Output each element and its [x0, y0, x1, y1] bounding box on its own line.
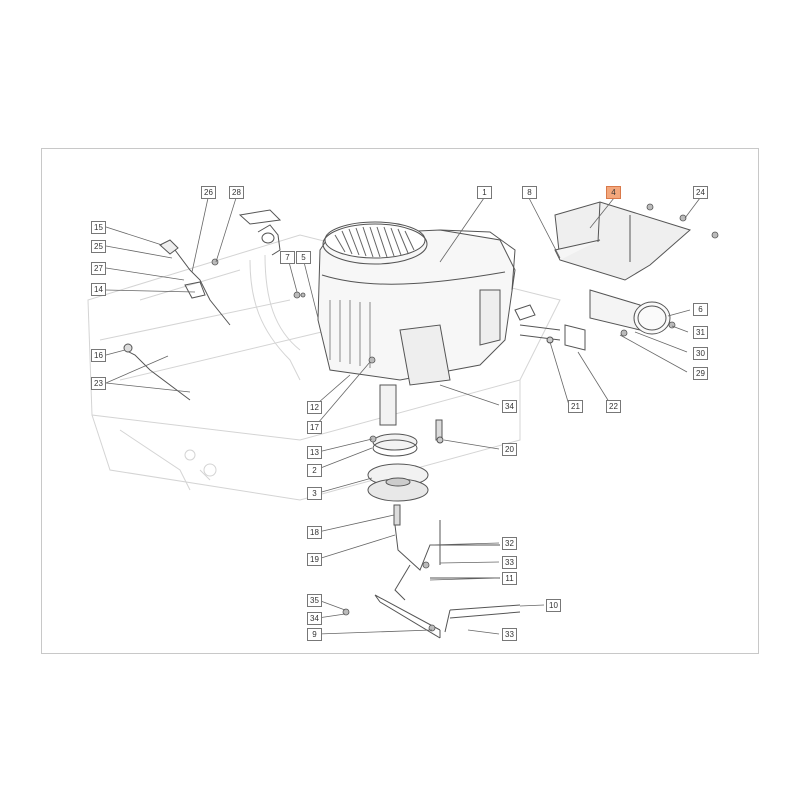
callout-6[interactable]: 6 — [693, 303, 708, 316]
callout-5[interactable]: 5 — [296, 251, 311, 264]
callout-30[interactable]: 30 — [693, 347, 708, 360]
callout-22[interactable]: 22 — [606, 400, 621, 413]
callout-29[interactable]: 29 — [693, 367, 708, 380]
callout-27[interactable]: 27 — [91, 262, 106, 275]
callout-7[interactable]: 7 — [280, 251, 295, 264]
exhaust-pipe — [238, 209, 282, 256]
callout-14[interactable]: 14 — [91, 283, 106, 296]
callout-24[interactable]: 24 — [693, 186, 708, 199]
callout-25[interactable]: 25 — [91, 240, 106, 253]
callout-34-left[interactable]: 34 — [307, 612, 322, 625]
callout-34-right[interactable]: 34 — [502, 400, 517, 413]
callout-10[interactable]: 10 — [546, 599, 561, 612]
callout-23[interactable]: 23 — [91, 377, 106, 390]
throttle-cable — [123, 239, 231, 401]
callout-2[interactable]: 2 — [307, 464, 322, 477]
callout-15[interactable]: 15 — [91, 221, 106, 234]
callout-11[interactable]: 11 — [502, 572, 517, 585]
leader-lines — [105, 197, 701, 635]
callout-13[interactable]: 13 — [307, 446, 322, 459]
muffler — [554, 201, 692, 335]
air-filter-cover — [322, 221, 428, 265]
exhaust-brackets — [514, 304, 586, 351]
callout-20[interactable]: 20 — [502, 443, 517, 456]
callout-21[interactable]: 21 — [568, 400, 583, 413]
callout-17[interactable]: 17 — [307, 421, 322, 434]
ghost-chassis — [87, 234, 561, 501]
fasteners — [211, 203, 719, 632]
callout-31[interactable]: 31 — [693, 326, 708, 339]
callout-4[interactable]: 4 — [606, 186, 621, 199]
callout-9[interactable]: 9 — [307, 628, 322, 641]
callout-33-upper[interactable]: 33 — [502, 556, 517, 569]
callout-26[interactable]: 26 — [201, 186, 216, 199]
callout-32[interactable]: 32 — [502, 537, 517, 550]
callout-18[interactable]: 18 — [307, 526, 322, 539]
callout-19[interactable]: 19 — [307, 553, 322, 566]
callout-8[interactable]: 8 — [522, 186, 537, 199]
pulley-assembly — [367, 384, 444, 526]
callout-28[interactable]: 28 — [229, 186, 244, 199]
linkage-rods — [374, 520, 521, 639]
diagram-frame — [41, 148, 759, 654]
engine — [317, 229, 516, 386]
callout-3[interactable]: 3 — [307, 487, 322, 500]
callout-1[interactable]: 1 — [477, 186, 492, 199]
callout-33-lower[interactable]: 33 — [502, 628, 517, 641]
callout-35[interactable]: 35 — [307, 594, 322, 607]
callout-12[interactable]: 12 — [307, 401, 322, 414]
callout-16[interactable]: 16 — [91, 349, 106, 362]
